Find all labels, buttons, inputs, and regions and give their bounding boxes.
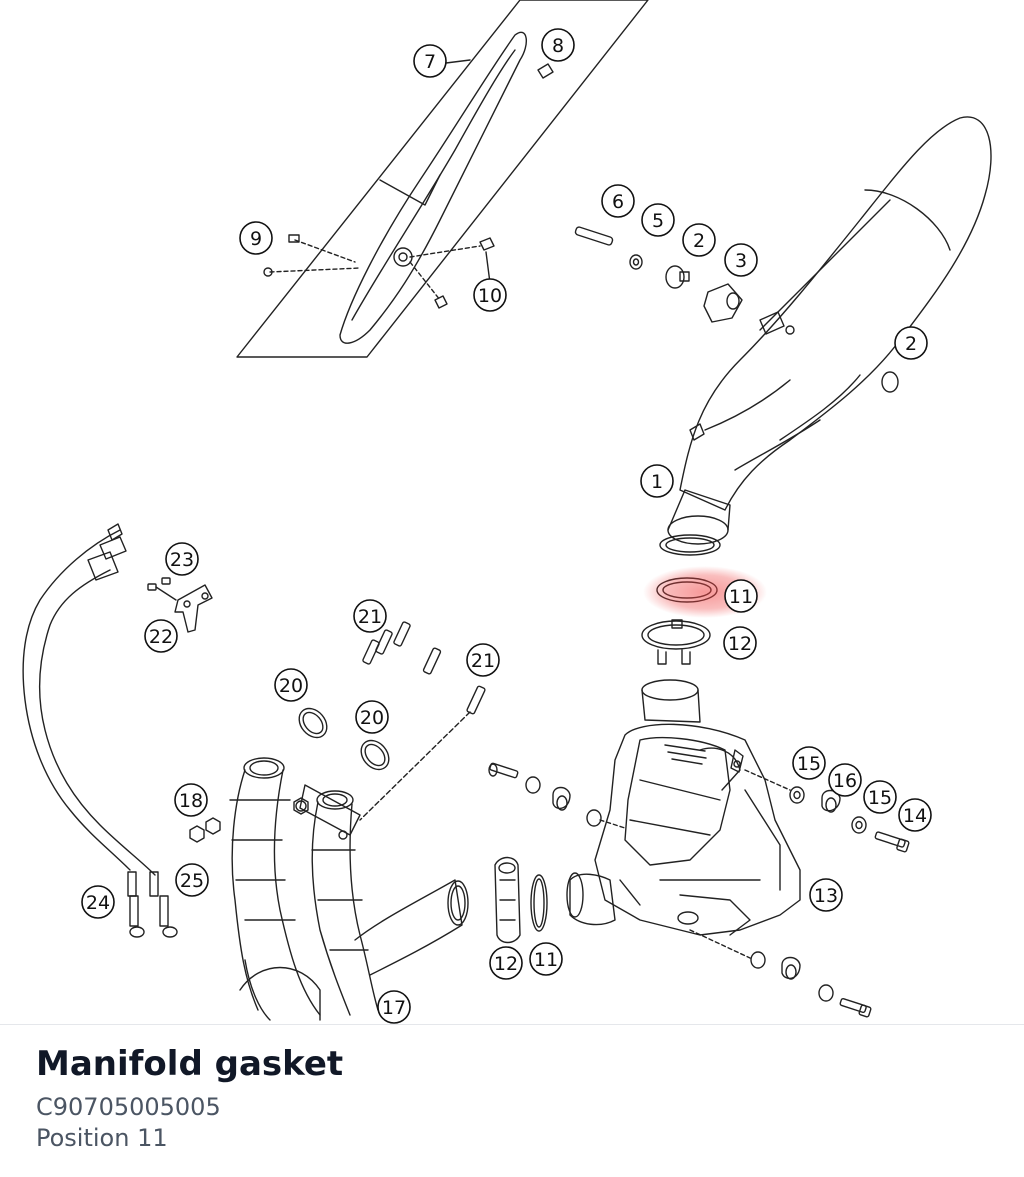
svg-text:7: 7 [424,51,436,73]
callout-18: 18 [174,783,208,817]
callout-15-bottom: 15 [863,780,897,814]
callout-2-top: 2 [682,223,716,257]
svg-text:2: 2 [693,230,705,252]
callout-21-right: 21 [466,643,500,677]
muffler [659,116,992,556]
callout-12-top: 12 [723,626,757,660]
svg-text:17: 17 [382,997,406,1019]
callout-16: 16 [828,763,862,797]
part-title: Manifold gasket [36,1044,344,1084]
svg-text:1: 1 [651,471,663,493]
bolts-left [488,762,626,829]
callout-6: 6 [601,184,635,218]
svg-text:10: 10 [478,285,502,307]
callout-3: 3 [724,243,758,277]
part-info: Manifold gasket C90705005005 Position 11 [36,1040,343,1154]
studs-21 [359,621,486,821]
callout-20-right: 20 [355,700,389,734]
sensor-bracket [147,577,213,633]
svg-text:6: 6 [612,191,624,213]
svg-text:20: 20 [279,675,303,697]
callout-8: 8 [541,28,575,62]
callout-7: 7 [413,44,447,78]
callout-11-highlighted: 11 [724,579,758,613]
svg-text:22: 22 [149,626,173,648]
exploded-parts-diagram: 7 8 9 10 6 5 2 3 2 1 11 12 23 22 21 21 2… [22,0,992,1024]
svg-text:15: 15 [797,753,821,775]
svg-text:11: 11 [534,949,558,971]
svg-text:24: 24 [86,892,110,914]
callout-14: 14 [898,798,932,832]
exhaust-gaskets-20 [298,707,390,771]
svg-text:25: 25 [180,870,204,892]
clamp-12 [641,619,711,665]
svg-text:12: 12 [728,633,752,655]
svg-text:12: 12 [494,953,518,975]
callout-1: 1 [640,464,674,498]
svg-text:16: 16 [833,770,857,792]
svg-text:8: 8 [552,35,564,57]
svg-text:5: 5 [652,210,664,232]
oxygen-sensor-harness [22,523,178,938]
callout-20-left: 20 [274,668,308,702]
svg-text:2: 2 [905,333,917,355]
callout-12-bottom: 12 [489,946,523,980]
callout-23: 23 [165,542,199,576]
svg-text:18: 18 [179,790,203,812]
callout-13: 13 [809,878,843,912]
part-position: Position 11 [36,1124,168,1152]
nuts-18 [189,797,309,843]
part-number: C90705005005 [36,1093,221,1121]
bolts-right [744,769,910,853]
callout-25: 25 [175,863,209,897]
callout-22: 22 [144,619,178,653]
svg-text:15: 15 [868,787,892,809]
svg-text:11: 11 [729,586,753,608]
bolts-lower [689,929,872,1018]
svg-text:3: 3 [735,250,747,272]
svg-text:21: 21 [471,650,495,672]
callout-5: 5 [641,203,675,237]
divider [0,1024,1024,1025]
heat-shield-inset [236,0,649,358]
svg-text:13: 13 [814,885,838,907]
callout-21-left: 21 [353,599,387,633]
callout-15-top: 15 [792,746,826,780]
callout-17: 17 [377,990,411,1024]
callout-2-right: 2 [894,326,928,360]
catalytic-converter [566,679,801,936]
svg-text:9: 9 [250,228,262,250]
svg-text:20: 20 [360,707,384,729]
svg-text:23: 23 [170,549,194,571]
header-pipes [229,757,469,1021]
svg-text:14: 14 [903,805,927,827]
callout-11-bottom: 11 [529,942,563,976]
svg-text:21: 21 [358,606,382,628]
mounting-hardware-top [574,226,899,393]
callout-24: 24 [81,885,115,919]
callout-9: 9 [239,221,273,255]
lower-gasket-clamp [494,856,548,944]
callout-10: 10 [473,278,507,312]
